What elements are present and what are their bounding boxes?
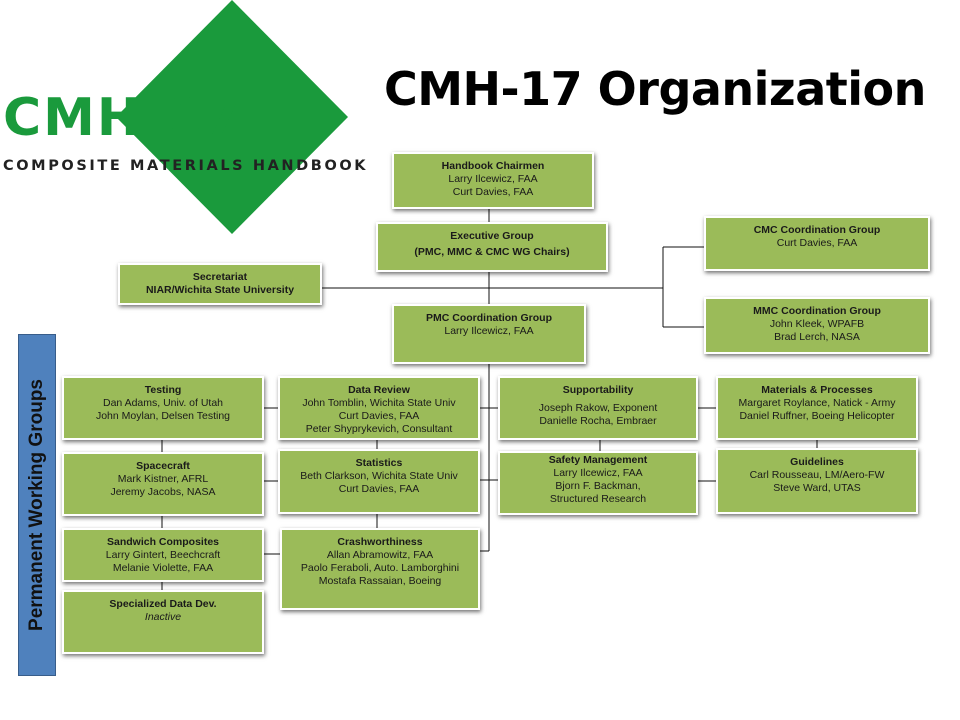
- box-line: Curt Davies, FAA: [452, 186, 534, 198]
- box-line: Larry Ilcewicz, FAA: [444, 325, 534, 337]
- data-review-box: Data Review John Tomblin, Wichita State …: [278, 376, 480, 440]
- handbook-chairmen-box: Handbook Chairmen Larry Ilcewicz, FAA Cu…: [392, 152, 594, 209]
- box-title: Executive Group: [450, 230, 534, 242]
- box-line: Inactive: [144, 611, 182, 623]
- specialized-data-dev-box: Specialized Data Dev. Inactive: [62, 590, 264, 654]
- safety-management-box: Safety Management Larry Ilcewicz, FAA Bj…: [498, 451, 698, 515]
- permanent-working-groups-label: Permanent Working Groups: [18, 334, 56, 676]
- box-line: Danielle Rocha, Embraer: [539, 415, 657, 427]
- box-line: Curt Davies, FAA: [776, 237, 858, 249]
- box-title: Statistics: [355, 457, 403, 469]
- box-line: Dan Adams, Univ. of Utah: [102, 397, 224, 409]
- page-title: CMH-17 Organization: [384, 62, 926, 116]
- box-title: Supportability: [562, 384, 634, 396]
- box-line: Structured Research: [549, 493, 647, 505]
- box-line: Brad Lerch, NASA: [774, 331, 860, 343]
- testing-box: Testing Dan Adams, Univ. of Utah John Mo…: [62, 376, 264, 440]
- box-line: NIAR/Wichita State University: [145, 284, 295, 296]
- box-line: Larry Ilcewicz, FAA: [448, 173, 538, 185]
- cmc-coordination-box: CMC Coordination Group Curt Davies, FAA: [704, 216, 930, 271]
- box-line: Curt Davies, FAA: [338, 483, 420, 495]
- statistics-box: Statistics Beth Clarkson, Wichita State …: [278, 449, 480, 514]
- box-line: Margaret Roylance, Natick - Army: [738, 397, 896, 409]
- box-line: Allan Abramowitz, FAA: [326, 549, 434, 561]
- box-title: Crashworthiness: [337, 536, 423, 548]
- box-title: MMC Coordination Group: [753, 305, 881, 317]
- box-line: John Tomblin, Wichita State Univ: [302, 397, 456, 409]
- box-title: Specialized Data Dev.: [109, 598, 217, 610]
- materials-processes-box: Materials & Processes Margaret Roylance,…: [716, 376, 918, 440]
- box-line: Larry Ilcewicz, FAA: [553, 467, 643, 479]
- box-line: Daniel Ruffner, Boeing Helicopter: [739, 410, 895, 422]
- logo-mark: CMH-17: [3, 88, 243, 148]
- box-title: Spacecraft: [136, 460, 190, 472]
- box-line: Carl Rousseau, LM/Aero-FW: [749, 469, 885, 481]
- logo-subtitle: COMPOSITE MATERIALS HANDBOOK: [3, 158, 369, 174]
- box-line: Melanie Violette, FAA: [112, 562, 214, 574]
- box-title: Data Review: [348, 384, 410, 396]
- box-title: CMC Coordination Group: [753, 224, 881, 236]
- secretariat-box: Secretariat NIAR/Wichita State Universit…: [118, 263, 322, 305]
- box-title: Handbook Chairmen: [441, 160, 545, 172]
- box-line: Bjorn F. Backman,: [555, 480, 641, 492]
- supportability-box: Supportability Joseph Rakow, Exponent Da…: [498, 376, 698, 440]
- box-line: Mark Kistner, AFRL: [117, 473, 209, 485]
- logo-diamond: [116, 0, 348, 234]
- executive-group-box: Executive Group (PMC, MMC & CMC WG Chair…: [376, 222, 608, 272]
- box-line: Jeremy Jacobs, NASA: [110, 486, 216, 498]
- box-line: John Moylan, Delsen Testing: [95, 410, 231, 422]
- sandwich-composites-box: Sandwich Composites Larry Gintert, Beech…: [62, 528, 264, 582]
- side-label-text: Permanent Working Groups: [26, 379, 47, 631]
- box-line: Curt Davies, FAA: [338, 410, 420, 422]
- box-title: Sandwich Composites: [106, 536, 220, 548]
- crashworthiness-box: Crashworthiness Allan Abramowitz, FAA Pa…: [280, 528, 480, 610]
- box-line: John Kleek, WPAFB: [769, 318, 865, 330]
- box-title: Guidelines: [790, 456, 844, 468]
- box-title: Secretariat: [192, 271, 248, 283]
- guidelines-box: Guidelines Carl Rousseau, LM/Aero-FW Ste…: [716, 448, 918, 514]
- box-title: Materials & Processes: [761, 384, 873, 396]
- box-title: Testing: [144, 384, 182, 396]
- box-line: Joseph Rakow, Exponent: [538, 402, 658, 414]
- box-line: Mostafa Rassaian, Boeing: [318, 575, 442, 587]
- box-title: PMC Coordination Group: [426, 312, 552, 324]
- box-title: Safety Management: [548, 454, 648, 466]
- box-line: Beth Clarkson, Wichita State Univ: [300, 470, 458, 482]
- mmc-coordination-box: MMC Coordination Group John Kleek, WPAFB…: [704, 297, 930, 354]
- pmc-coordination-box: PMC Coordination Group Larry Ilcewicz, F…: [392, 304, 586, 364]
- box-line: Larry Gintert, Beechcraft: [105, 549, 221, 561]
- box-line: Peter Shyprykevich, Consultant: [305, 423, 453, 435]
- spacecraft-box: Spacecraft Mark Kistner, AFRL Jeremy Jac…: [62, 452, 264, 516]
- box-line: (PMC, MMC & CMC WG Chairs): [414, 246, 570, 258]
- box-line: Steve Ward, UTAS: [773, 482, 861, 494]
- box-line: Paolo Feraboli, Auto. Lamborghini: [300, 562, 460, 574]
